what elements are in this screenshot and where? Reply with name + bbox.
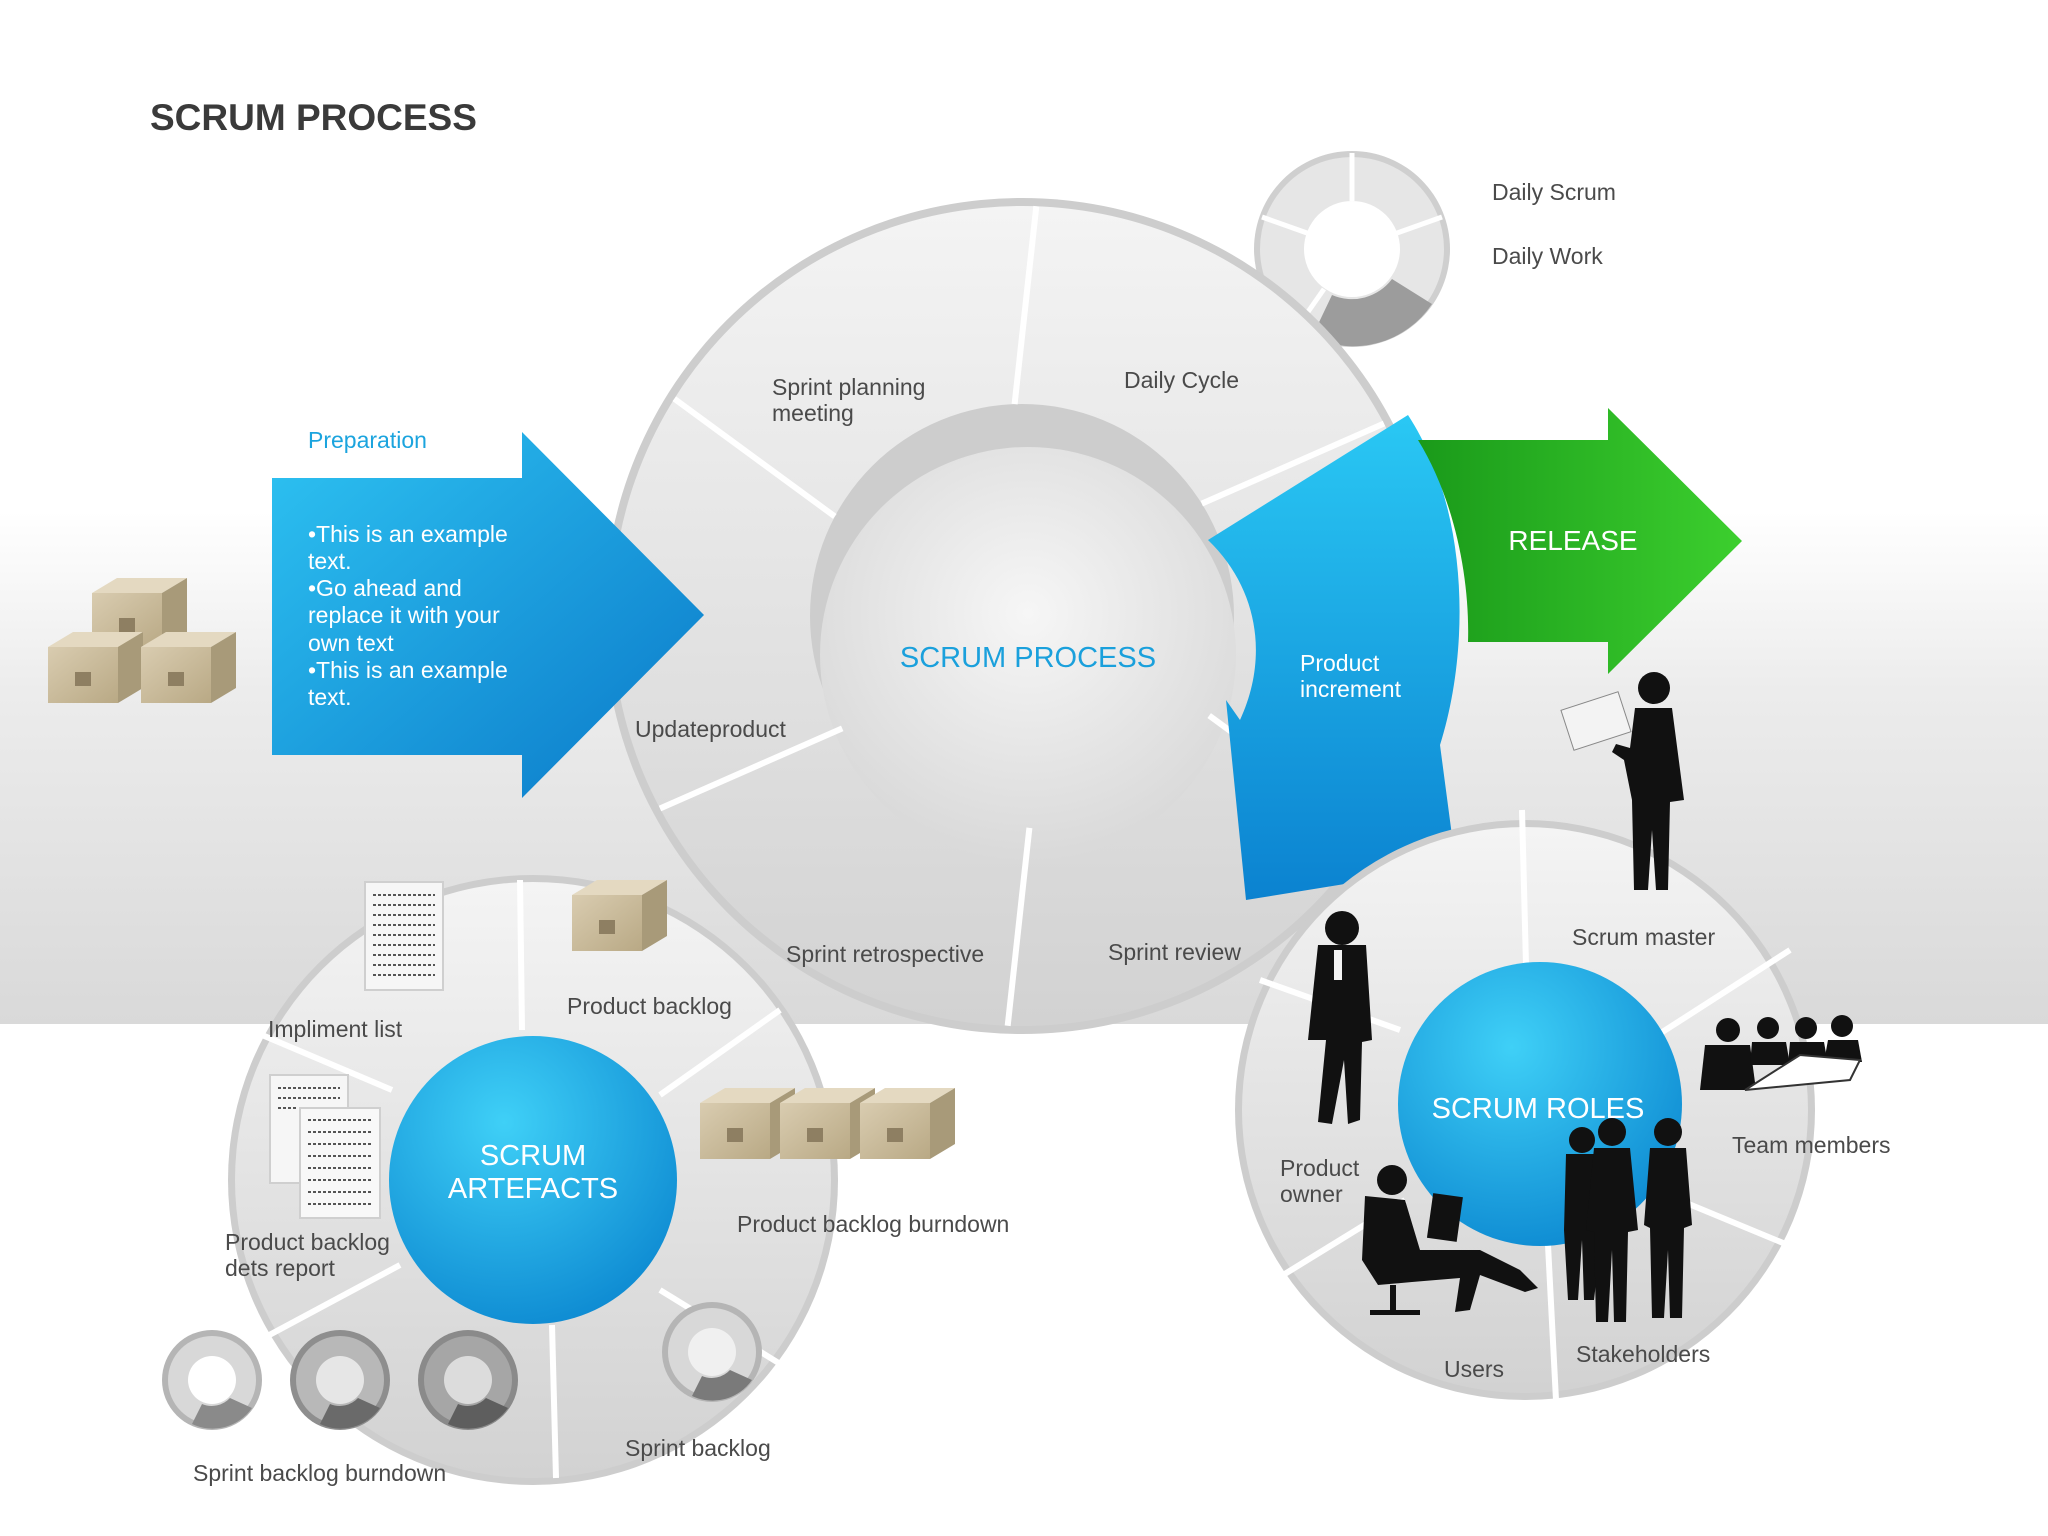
artefact-product-backlog-burndown: Product backlog burndown <box>737 1211 1009 1237</box>
segment-daily-cycle: Daily Cycle <box>1124 367 1239 393</box>
segment-update-product: Updateproduct <box>635 716 786 742</box>
page-title: SCRUM PROCESS <box>150 97 477 138</box>
box-stack-icon <box>48 578 236 703</box>
burndown-donut-icon <box>162 1330 262 1430</box>
stakeholders-silhouette-icon <box>1564 1118 1692 1322</box>
role-scrum-master: Scrum master <box>1572 924 1715 950</box>
artefact-product-backlog: Product backlog <box>567 993 732 1019</box>
team-meeting-silhouette-icon <box>1700 1015 1862 1091</box>
product-increment-arrow <box>1208 415 1460 900</box>
document-icon <box>364 881 444 991</box>
segment-sprint-planning: Sprint planning meeting <box>772 374 926 427</box>
product-backlog-box-icon <box>572 880 667 951</box>
legend-daily-work: Daily Work <box>1492 243 1603 269</box>
preparation-heading: Preparation <box>308 427 427 453</box>
sprint-backlog-donut-icon <box>662 1302 762 1402</box>
burndown-donut-icon <box>290 1330 390 1430</box>
legend-daily-scrum: Daily Scrum <box>1492 179 1616 205</box>
roles-center-label: SCRUM ROLES <box>1432 1093 1645 1125</box>
preparation-arrow <box>272 432 704 798</box>
artefacts-hub <box>389 1036 677 1324</box>
role-users: Users <box>1444 1356 1504 1382</box>
segment-sprint-retrospective: Sprint retrospective <box>786 941 984 967</box>
ring-divider <box>1011 205 1040 405</box>
artefact-impliment-list: Impliment list <box>268 1016 403 1042</box>
ring-divider <box>1004 827 1033 1027</box>
ring-divider <box>1200 420 1386 507</box>
burndown-donut-icon <box>418 1330 518 1430</box>
segment-product-increment: Product increment <box>1300 650 1401 703</box>
artefact-product-backlog-dets-report: Product backlog dets report <box>225 1229 390 1282</box>
segment-sprint-review: Sprint review <box>1108 939 1241 965</box>
release-label: RELEASE <box>1508 525 1637 556</box>
daily-cycle-donut-icon <box>1254 151 1450 347</box>
document-stack-icon <box>269 1074 381 1219</box>
ring-segments <box>612 206 1432 1026</box>
artefact-sprint-backlog: Sprint backlog <box>625 1435 771 1461</box>
ring-divider <box>672 396 837 519</box>
user-silhouette-icon <box>1362 1165 1538 1315</box>
process-hub <box>820 447 1236 863</box>
role-product-owner: Product owner <box>1280 1155 1360 1208</box>
role-stakeholders: Stakeholders <box>1576 1341 1710 1367</box>
product-owner-silhouette-icon <box>1308 911 1372 1124</box>
scrum-master-silhouette-icon <box>1560 672 1684 890</box>
process-center-label: SCRUM PROCESS <box>900 642 1156 674</box>
ring-divider <box>658 725 844 812</box>
artefact-sprint-backlog-burndown: Sprint backlog burndown <box>193 1460 446 1486</box>
role-team-members: Team members <box>1732 1132 1890 1158</box>
artefacts-center-label: SCRUM ARTEFACTS <box>447 1140 619 1206</box>
preparation-body: •This is an example text. •Go ahead and … <box>308 521 508 710</box>
release-arrow <box>1418 408 1742 674</box>
process-ring <box>604 198 1440 1034</box>
box-row-icon <box>700 1088 955 1159</box>
